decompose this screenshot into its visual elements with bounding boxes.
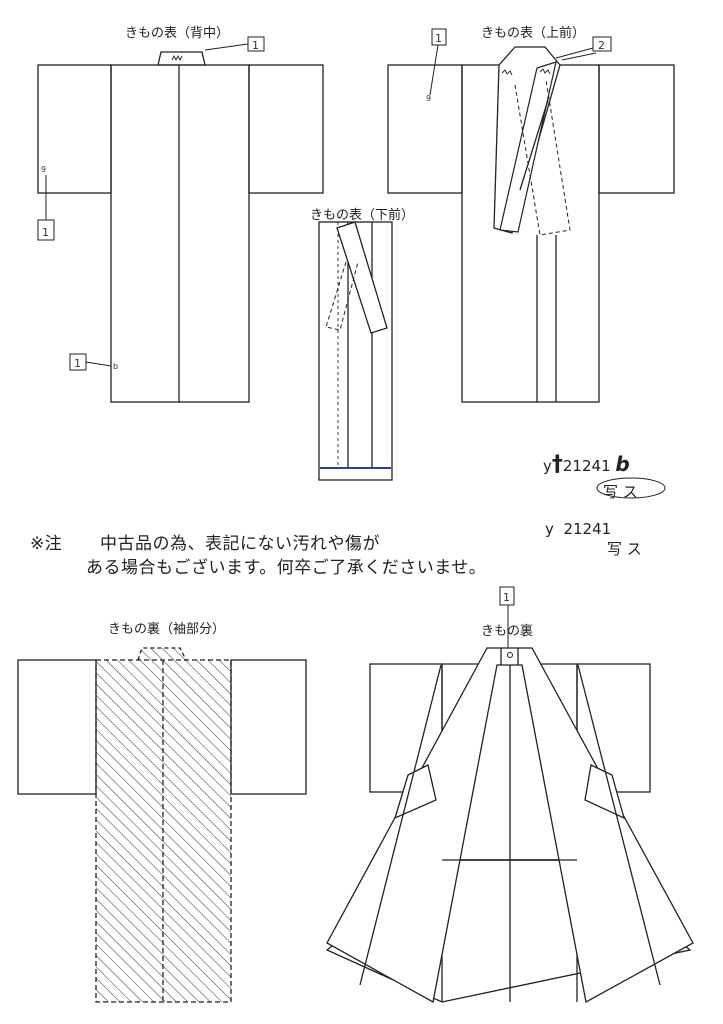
mark-text-front-collar: 2 [598, 39, 605, 52]
front-collar-stain-b [539, 68, 551, 75]
mark-line-back-hem [85, 361, 112, 367]
mark-line-front-collar-2 [561, 52, 597, 61]
front-left-sleeve [387, 64, 463, 194]
code-a-sub: 写 ス [607, 540, 642, 558]
mark-line-front-collar-1 [555, 47, 594, 59]
label-lining: きもの裏 [481, 624, 534, 639]
code-b-number: 21241 [562, 457, 611, 475]
lining-view-diagram [325, 647, 694, 1004]
label-upper-front: きもの表（上前） [481, 26, 586, 41]
mark-small-9-a: 9 [41, 165, 46, 174]
product-code-a: y 21241 [545, 520, 611, 538]
label-back-front: きもの表（背中） [125, 26, 230, 41]
lower-front-collar [336, 221, 388, 334]
back-collar-stain [171, 54, 183, 62]
front-collar-stain-a [501, 69, 513, 76]
lower-front-view-diagram [318, 221, 393, 481]
front-collar-band [499, 61, 557, 233]
label-lower-front: きもの表（下前） [310, 208, 415, 223]
mark-text-back-sleeve: 1 [42, 226, 49, 239]
back-body [110, 64, 250, 403]
product-code-b: y†21241 b [543, 452, 630, 477]
back-collar [157, 51, 206, 66]
code-b-cross: † [551, 452, 563, 477]
lining2-open-front [326, 647, 694, 1004]
collar-crossing [519, 99, 549, 191]
mark-line-front-sleeve [429, 44, 439, 96]
back-view-diagram [37, 51, 324, 403]
code-a-prefix: y [545, 520, 554, 538]
code-b-prefix: y [543, 457, 552, 475]
lining-sleeve-view-diagram [17, 647, 307, 1003]
note-mark: ※注 [30, 534, 63, 554]
note-line-2: ある場合もございます。何卒ご了承くださいませ。 [86, 558, 487, 578]
lining2-inner-left [359, 664, 442, 986]
mark-text-front-sleeve: 1 [435, 32, 442, 45]
code-circle [596, 477, 666, 499]
mark-small-9-b: 9 [426, 94, 431, 103]
mark-text-back-hem: 1 [74, 357, 81, 370]
note-line-1: 中古品の為、表記にない汚れや傷が [100, 534, 380, 554]
annotation-marks [37, 28, 666, 648]
code-b-suffix: b [615, 452, 630, 476]
upper-front-view-diagram [387, 46, 675, 403]
label-lining-sleeve: きもの裏（袖部分） [108, 622, 226, 637]
mark-small-b: b [113, 362, 118, 371]
mark-line-back-collar [204, 43, 249, 51]
mark-box-front-sleeve [431, 28, 447, 46]
back-right-sleeve [248, 64, 324, 194]
mark-text-back-collar: 1 [252, 39, 259, 52]
back-left-sleeve [37, 64, 112, 194]
code-a-number: 21241 [563, 520, 612, 538]
front-right-sleeve [598, 64, 675, 194]
lining-left-sleeve [17, 659, 97, 795]
mark-box-front-collar [592, 36, 612, 52]
lining-right-sleeve [230, 659, 307, 795]
lining2-inner-right [577, 664, 661, 986]
lining2-collar-stain [507, 652, 513, 658]
lining-collar-dashed [137, 647, 187, 661]
mark-text-lining-collar: 1 [503, 591, 510, 604]
mark-box-lining-collar [499, 586, 515, 606]
